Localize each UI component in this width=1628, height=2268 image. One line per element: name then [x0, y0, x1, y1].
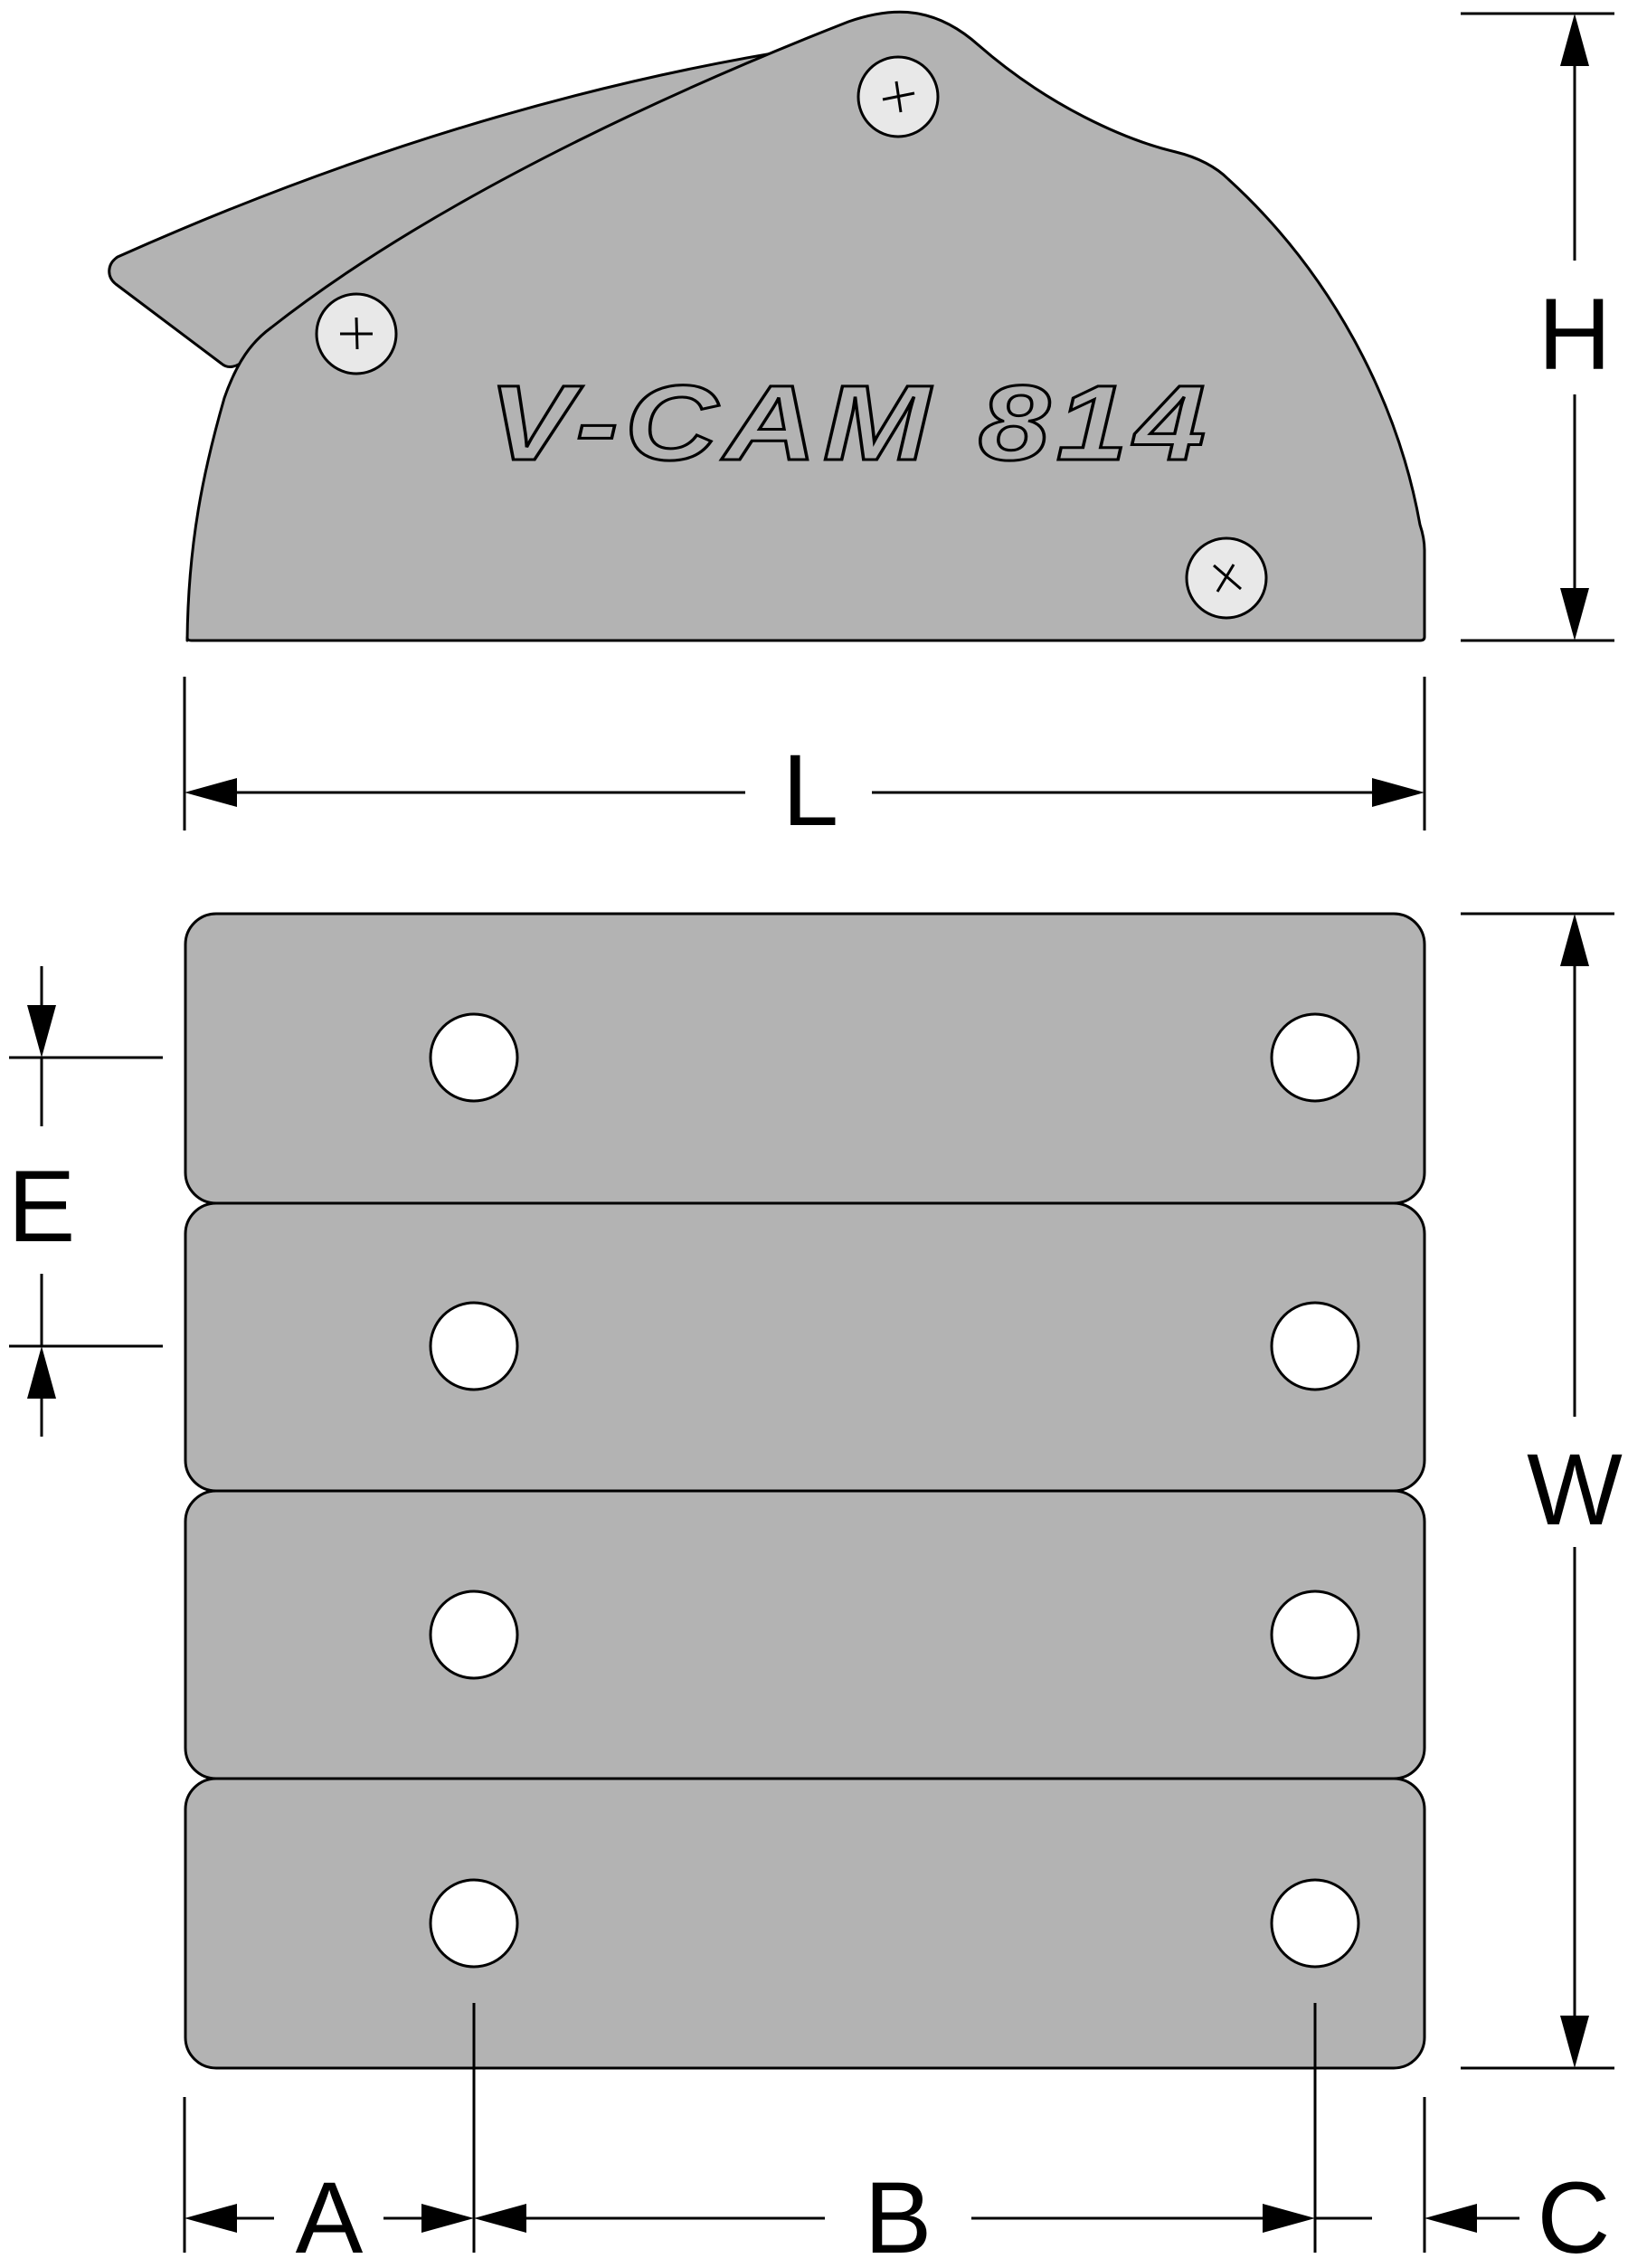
- screw-top-icon: [857, 55, 940, 138]
- module-3: [184, 1489, 1426, 1780]
- cleat-housing: [185, 10, 1426, 642]
- module-1: [184, 912, 1426, 1205]
- dimension-label-a: A: [296, 2161, 364, 2268]
- side-view: V-CAM 814: [108, 10, 1426, 642]
- dimension-label-w: W: [1527, 1433, 1623, 1546]
- dimension-w: W: [1461, 912, 1623, 2070]
- dimension-e: E: [8, 966, 163, 1437]
- mounting-hole: [429, 1589, 519, 1680]
- dimension-label-l: L: [782, 734, 838, 847]
- dimension-l: L: [183, 677, 1426, 847]
- dimension-label-e: E: [8, 1150, 76, 1263]
- mounting-hole: [1270, 1878, 1360, 1969]
- dimension-h: H: [1461, 12, 1614, 642]
- mounting-hole: [1270, 1589, 1360, 1680]
- module-2: [184, 1201, 1426, 1493]
- screw-left-icon: [315, 292, 398, 375]
- dimension-label-c: C: [1538, 2161, 1611, 2268]
- mounting-hole: [1270, 1301, 1360, 1391]
- mounting-hole: [429, 1878, 519, 1969]
- mounting-hole: [429, 1012, 519, 1103]
- dimension-label-h: H: [1538, 278, 1612, 391]
- module-4: [184, 1777, 1426, 2070]
- mounting-hole: [429, 1301, 519, 1391]
- dimension-abc: A B C: [183, 2003, 1611, 2268]
- top-view: [184, 912, 1426, 2070]
- dimension-label-b: B: [865, 2161, 932, 2268]
- mounting-hole: [1270, 1012, 1360, 1103]
- product-logo: V-CAM 814: [488, 364, 1212, 483]
- screw-right-icon: [1185, 536, 1268, 620]
